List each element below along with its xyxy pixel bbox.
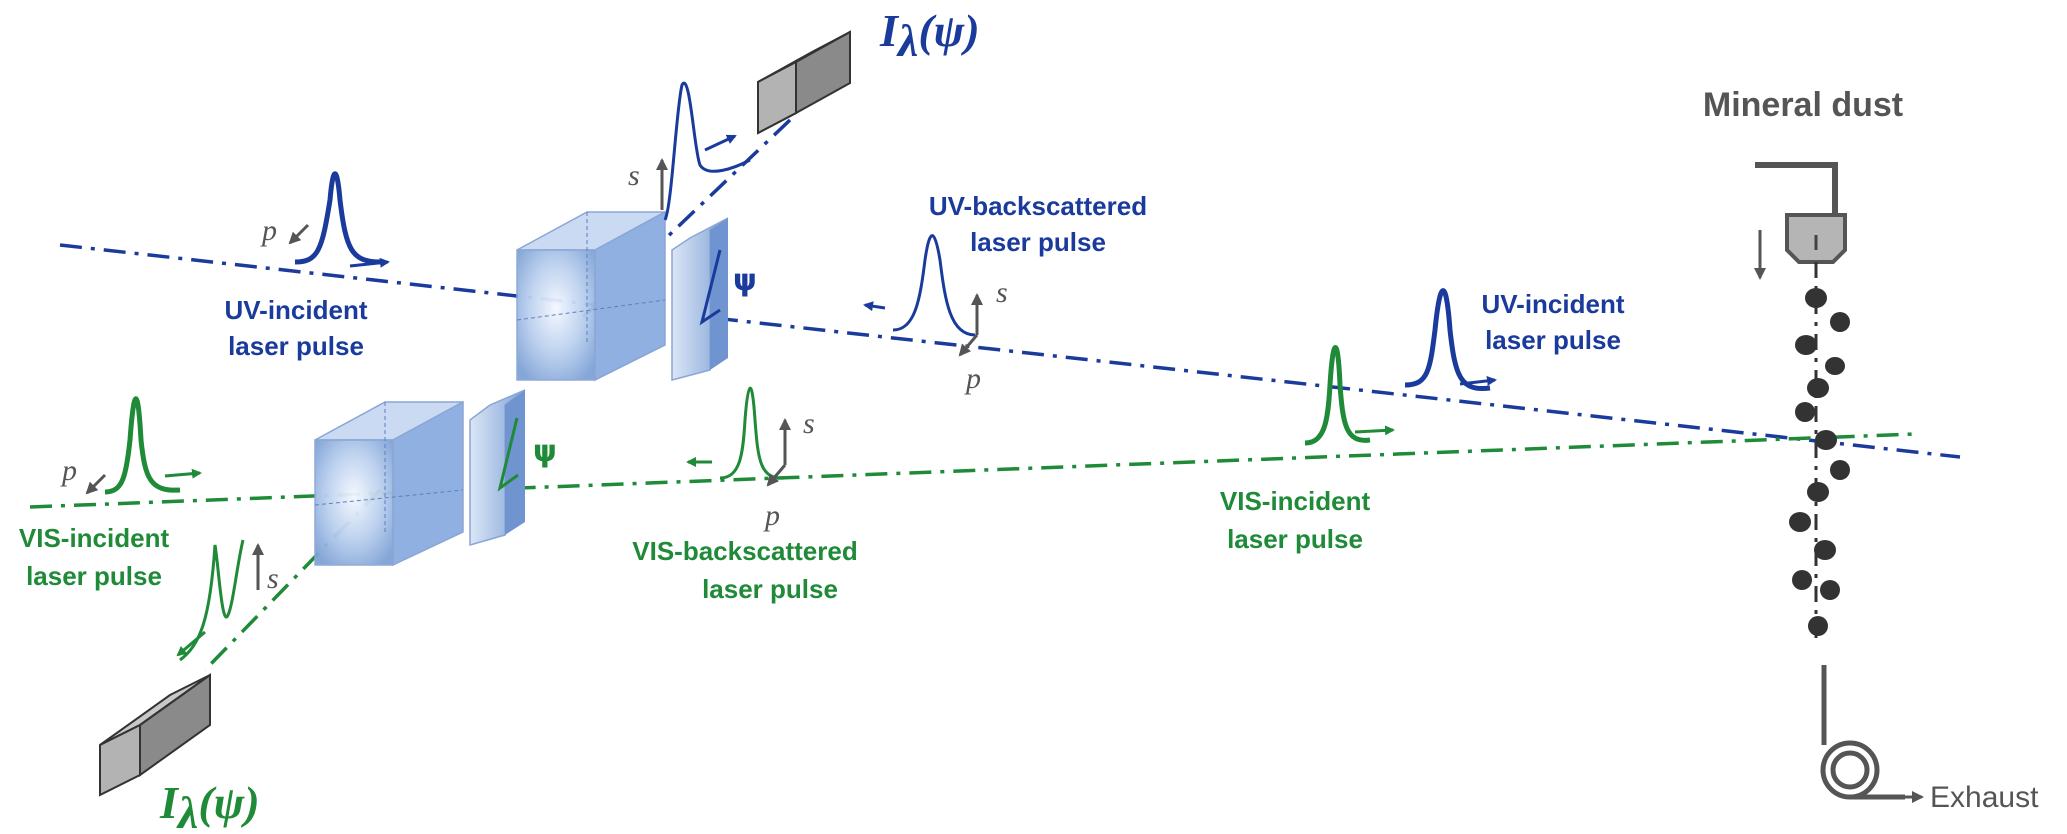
svg-text:s: s (628, 159, 640, 192)
svg-text:VIS-incident: VIS-incident (1220, 486, 1371, 516)
svg-text:p: p (260, 214, 277, 247)
vis-polarizer-plate (469, 389, 526, 546)
vis-psi-angle: ψ (497, 417, 557, 492)
uv-backscattered-arrow (863, 301, 886, 312)
svg-text:ψ: ψ (533, 434, 557, 469)
vis-incident-arrow-right (1354, 425, 1395, 436)
vis-incident-label-right: VIS-incident laser pulse (1220, 486, 1371, 554)
vis-detector-arrow (176, 630, 206, 657)
uv-incident-arrow-right (1459, 375, 1497, 386)
polarization-axes-uv-detector: s (628, 158, 668, 210)
vis-backscattered-label: VIS-backscattered laser pulse (632, 536, 857, 604)
uv-detector-pulse (663, 81, 751, 221)
uv-incident-arrow-left (349, 257, 390, 268)
exhaust-label: Exhaust (1930, 781, 2039, 814)
svg-text:laser pulse: laser pulse (702, 574, 838, 604)
vis-detector-path (203, 488, 382, 672)
svg-text:laser pulse: laser pulse (26, 561, 162, 591)
svg-text:Iλ(ψ): Iλ(ψ) (879, 5, 980, 66)
uv-detector-intensity-label: Iλ(ψ) (879, 5, 980, 66)
polarization-axes-uv-left: p (260, 214, 310, 247)
polarization-axes-uv-backscattered: s p (958, 276, 1008, 395)
vis-incident-pulse-left (104, 396, 181, 495)
polarization-axes-vis-detector: s (252, 543, 279, 595)
uv-beamsplitter-cube (516, 210, 666, 382)
polarization-axes-vis-left: p (60, 454, 107, 495)
vis-beamsplitter-cube (314, 400, 464, 567)
svg-text:Iλ(ψ): Iλ(ψ) (159, 777, 260, 834)
uv-incident-pulse-right (1404, 288, 1491, 392)
svg-text:UV-backscattered: UV-backscattered (929, 191, 1147, 221)
svg-text:VIS-incident: VIS-incident (19, 523, 170, 553)
vis-backscattered-pulse (719, 386, 786, 480)
svg-text:ψ: ψ (733, 263, 757, 298)
svg-text:p: p (763, 499, 780, 532)
uv-incident-label-right: UV-incident laser pulse (1481, 289, 1624, 355)
svg-text:UV-incident: UV-incident (224, 295, 367, 325)
svg-text:s: s (996, 276, 1008, 309)
vis-incident-label-left: VIS-incident laser pulse (19, 523, 170, 591)
uv-backscattered-label: UV-backscattered laser pulse (929, 191, 1147, 257)
vis-incident-pulse-right (1304, 345, 1371, 446)
uv-incident-label-left: UV-incident laser pulse (224, 295, 367, 361)
uv-polarizer-plate (671, 217, 729, 381)
svg-text:laser pulse: laser pulse (1485, 325, 1621, 355)
exhaust-coil (1820, 665, 1924, 803)
svg-text:s: s (267, 562, 279, 595)
uv-beam-line (59, 243, 1961, 459)
uv-psi-angle: ψ (699, 249, 757, 326)
vis-detector-intensity-label: Iλ(ψ) (159, 777, 260, 834)
svg-text:p: p (60, 454, 77, 487)
polarization-axes-vis-backscattered: s p (763, 407, 815, 532)
svg-text:p: p (964, 362, 981, 395)
vis-incident-arrow-left (164, 468, 202, 479)
mineral-dust-title: Mineral dust (1703, 86, 1903, 124)
svg-text:laser pulse: laser pulse (228, 331, 364, 361)
vis-detector-pulse (179, 539, 245, 662)
uv-detector-box (757, 30, 851, 135)
vis-detector-box (99, 673, 211, 797)
uv-backscattered-pulse (892, 234, 976, 337)
svg-text:laser pulse: laser pulse (1227, 524, 1363, 554)
svg-text:s: s (803, 407, 815, 440)
svg-text:laser pulse: laser pulse (970, 227, 1106, 257)
uv-detector-arrow (704, 134, 737, 152)
uv-incident-pulse-left (294, 171, 381, 265)
dust-particles (1789, 288, 1850, 636)
svg-text:VIS-backscattered: VIS-backscattered (632, 536, 857, 566)
vis-beam-line (29, 432, 1916, 509)
svg-text:UV-incident: UV-incident (1481, 289, 1624, 319)
dust-feed-tube (1755, 162, 1847, 264)
